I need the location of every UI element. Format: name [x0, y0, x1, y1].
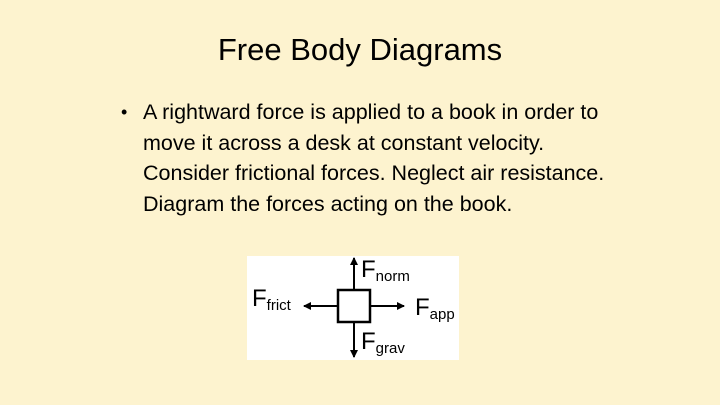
free-body-diagram: Fnorm Fapp Ffrict Fgrav: [247, 256, 459, 360]
bullet-dot-icon: •: [121, 102, 128, 122]
friction-force-label: Ffrict: [252, 285, 291, 315]
slide-title: Free Body Diagrams: [217, 32, 503, 67]
applied-force-label: Fapp: [415, 294, 455, 324]
normal-force-label: Fnorm: [361, 256, 410, 286]
gravity-force-label: Fgrav: [361, 328, 405, 358]
book-box: [336, 288, 372, 324]
diagram-drawing: [303, 257, 405, 358]
bullet-item: • A rightward force is applied to a book…: [119, 97, 609, 219]
bullet-text: A rightward force is applied to a book i…: [143, 100, 605, 216]
bullet-list: • A rightward force is applied to a book…: [119, 97, 609, 219]
